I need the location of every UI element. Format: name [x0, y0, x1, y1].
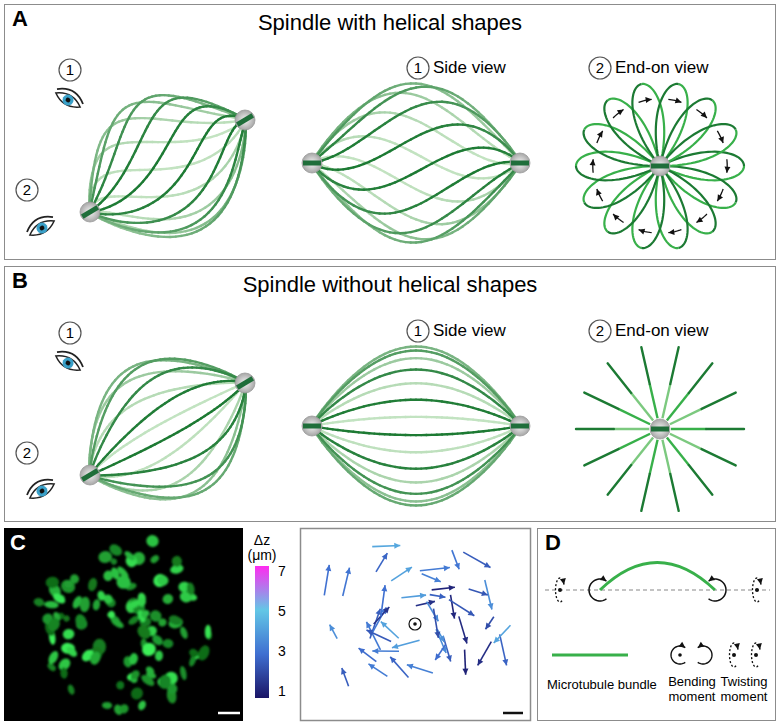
- arrow-head: [645, 97, 651, 103]
- bundle-segment: [228, 128, 234, 131]
- arrow-head: [596, 189, 602, 196]
- centriole-bar: [303, 161, 321, 166]
- bundle-segment: [143, 177, 147, 181]
- rotation-arrow: [597, 189, 603, 201]
- rotation-arrow: [613, 110, 623, 118]
- eye-lid: [57, 84, 86, 104]
- spindle-pole: [650, 156, 670, 176]
- eye-lid: [24, 212, 53, 232]
- eye-icon: [24, 212, 58, 240]
- eye-iris: [34, 220, 49, 235]
- bundle-segment: [322, 142, 327, 148]
- arrow-head: [696, 217, 703, 223]
- pole-sphere: [510, 153, 530, 173]
- bundle-loop: [660, 130, 736, 166]
- bundle-loop: [660, 124, 736, 166]
- bundle-loop: [656, 166, 679, 248]
- bundle-segment: [359, 216, 364, 221]
- bundle-loop: [584, 166, 660, 208]
- spindle-pole: [80, 465, 100, 485]
- spindle-pole: [235, 373, 255, 393]
- bundle-segment: [198, 145, 200, 149]
- arrow-head: [675, 98, 682, 104]
- bundle-segment: [437, 89, 442, 91]
- pole-sphere: [302, 153, 322, 173]
- microtubule-bundles: [312, 346, 520, 505]
- pole-sphere: [80, 465, 100, 485]
- arrow-head: [724, 166, 730, 172]
- spindle-pole: [302, 153, 322, 173]
- bundle-segment: [116, 387, 119, 390]
- centriole-bar: [236, 376, 254, 389]
- pole-sphere: [235, 110, 255, 130]
- spindle-pole: [510, 153, 530, 173]
- pole-sphere: [235, 373, 255, 393]
- spindle-pole: [80, 202, 100, 222]
- eye-pupil: [65, 97, 72, 104]
- bundle-segment: [204, 383, 210, 386]
- bundle-loop: [576, 166, 660, 180]
- eye-pupil: [39, 225, 46, 232]
- eye-outline: [27, 217, 56, 240]
- bundle-segment: [99, 216, 107, 218]
- microtubule-bundles: [89, 359, 246, 500]
- microtubule-bundles: [89, 95, 246, 237]
- bundle-segment: [91, 437, 92, 443]
- pole-sphere: [650, 156, 670, 176]
- bundle-loop: [641, 84, 664, 166]
- arrow-head: [701, 112, 707, 118]
- arrow-head: [718, 136, 724, 143]
- arrow-head: [597, 131, 603, 138]
- pole-sphere: [80, 202, 100, 222]
- rotation-arrow: [717, 131, 723, 143]
- eye-icon: [52, 84, 86, 112]
- centriole-bar: [511, 161, 529, 166]
- helical-spindle: [24, 83, 744, 248]
- rotation-arrow: [696, 214, 706, 222]
- bundle-segment: [510, 147, 515, 154]
- centriole-bar: [651, 164, 669, 169]
- bundle-segment: [91, 458, 92, 466]
- straight-spindle: [24, 346, 744, 510]
- bundle-segment: [242, 157, 243, 164]
- arrow-head: [613, 214, 619, 220]
- rotation-arrow: [717, 189, 723, 201]
- eye-iris: [60, 92, 75, 107]
- eye-outline: [53, 89, 82, 112]
- rotation-arrow: [597, 131, 603, 143]
- arrow-head: [639, 229, 646, 235]
- rotation-arrow: [613, 214, 623, 222]
- centriole-bar: [81, 205, 99, 218]
- bundle-segment: [499, 161, 504, 164]
- centriole-bar: [236, 113, 254, 126]
- bundle-segment: [432, 161, 437, 164]
- arrow-head: [668, 229, 674, 235]
- spindle-pole: [235, 110, 255, 130]
- centriole-bar: [81, 468, 99, 481]
- bundle-segment: [194, 109, 201, 110]
- microtubule-bundles: [312, 83, 520, 242]
- arrow-head: [617, 110, 624, 116]
- bundle-segment: [468, 110, 473, 115]
- bundle-segment: [364, 162, 369, 164]
- bundle-segment: [157, 196, 162, 199]
- arrow-head: [717, 194, 723, 201]
- rotation-arrow: [696, 110, 706, 118]
- arrow-head: [590, 159, 596, 165]
